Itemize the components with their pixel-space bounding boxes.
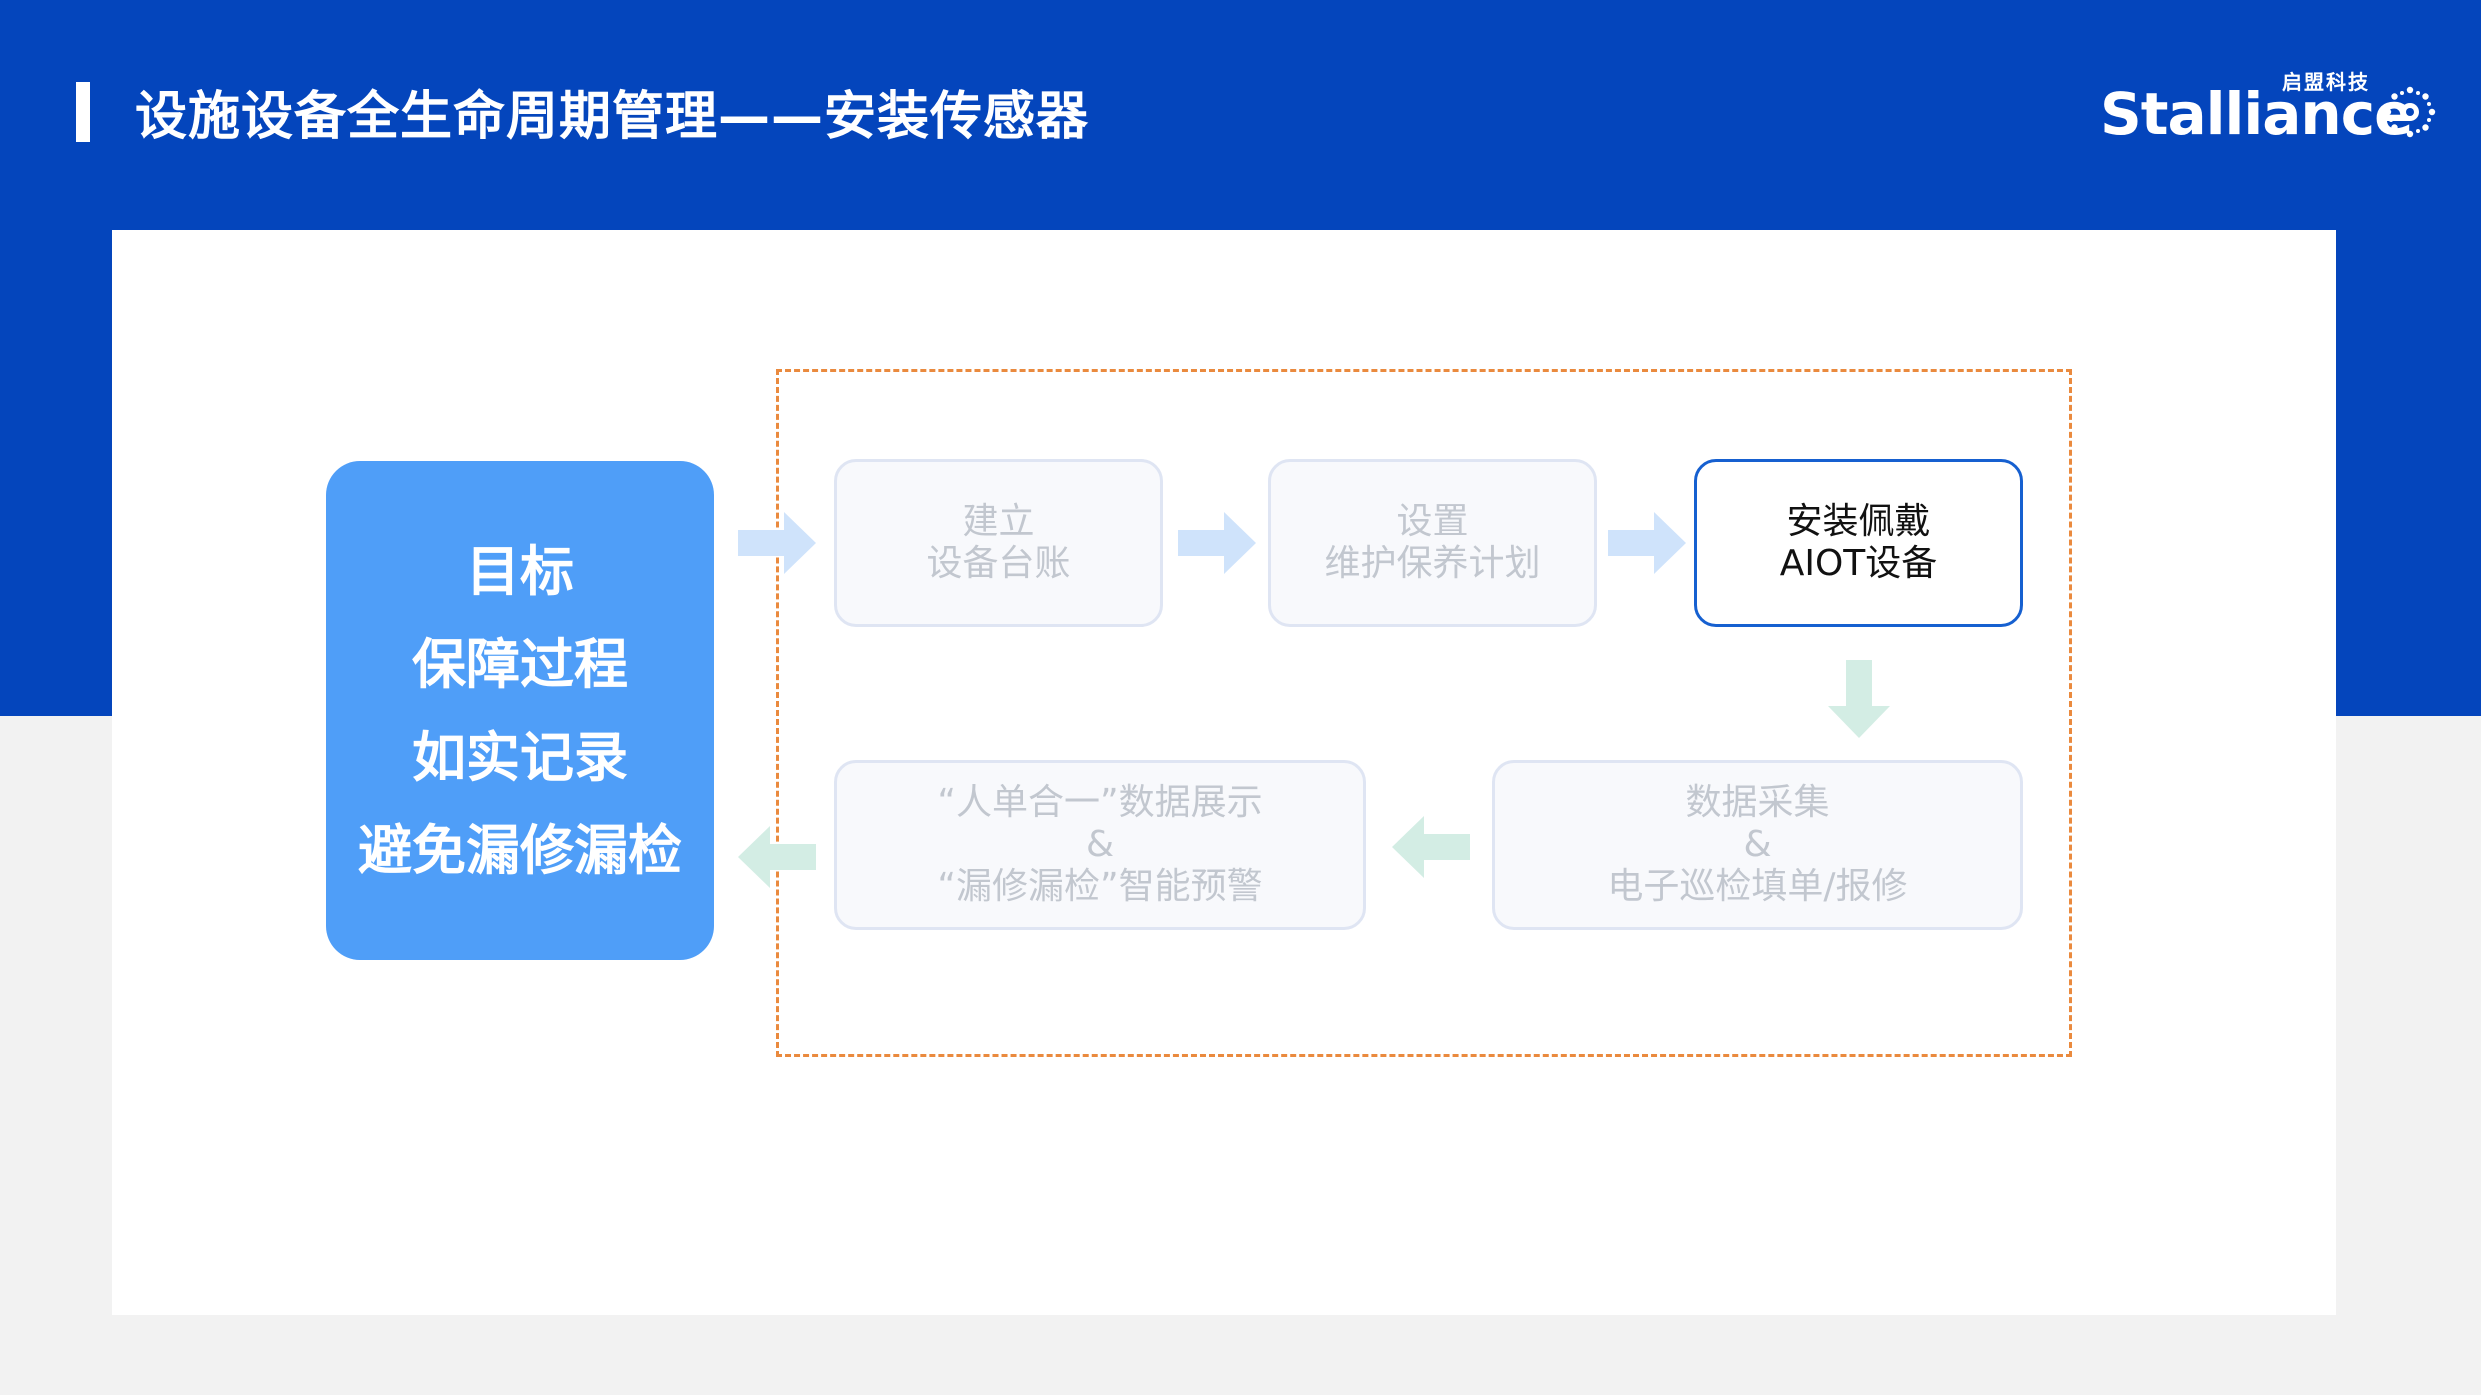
step-data-collection: 数据采集 & 电子巡检填单/报修 <box>1492 760 2023 930</box>
title-accent-bar <box>76 82 90 142</box>
step-text: 设备台账 <box>926 543 1071 584</box>
step-text: 数据采集 <box>1685 782 1830 823</box>
arrow-left-icon <box>738 826 816 888</box>
process-frame <box>776 369 2072 1057</box>
step-text: 安装佩戴 <box>1786 501 1931 542</box>
goal-title: 目标 <box>466 539 574 603</box>
arrow-left-icon <box>1392 816 1470 878</box>
step-install-aiot: 安装佩戴 AIOT设备 <box>1694 459 2023 627</box>
goal-line: 如实记录 <box>412 725 628 789</box>
page-title: 设施设备全生命周期管理——安装传感器 <box>135 87 1090 147</box>
step-text: & <box>1085 824 1115 865</box>
arrow-right-icon <box>1608 512 1686 574</box>
step-build-ledger: 建立 设备台账 <box>834 459 1163 627</box>
step-maintenance-plan: 设置 维护保养计划 <box>1268 459 1597 627</box>
goal-box: 目标 保障过程 如实记录 避免漏修漏检 <box>326 461 714 960</box>
logo-chinese-name: 启盟科技 <box>2282 70 2370 94</box>
stalliance-logo: Stalliance 启盟科技 <box>2100 70 2440 152</box>
step-text: AIOT设备 <box>1779 543 1938 584</box>
goal-line: 避免漏修漏检 <box>358 818 682 882</box>
step-text: & <box>1743 824 1772 865</box>
logo-gear-icon <box>2384 86 2436 138</box>
step-text: 建立 <box>962 501 1035 542</box>
arrow-right-icon <box>738 512 816 574</box>
arrow-right-icon <box>1178 512 1256 574</box>
arrow-down-icon <box>1828 660 1890 738</box>
step-text: “漏修漏检”智能预警 <box>937 866 1263 907</box>
step-text: “人单合一”数据展示 <box>937 782 1263 823</box>
step-text: 电子巡检填单/报修 <box>1607 866 1908 907</box>
logo-wordmark: Stalliance <box>2100 80 2413 148</box>
step-text: 设置 <box>1396 501 1469 542</box>
goal-line: 保障过程 <box>412 632 628 696</box>
step-text: 维护保养计划 <box>1324 543 1541 584</box>
step-data-display: “人单合一”数据展示 & “漏修漏检”智能预警 <box>834 760 1366 930</box>
